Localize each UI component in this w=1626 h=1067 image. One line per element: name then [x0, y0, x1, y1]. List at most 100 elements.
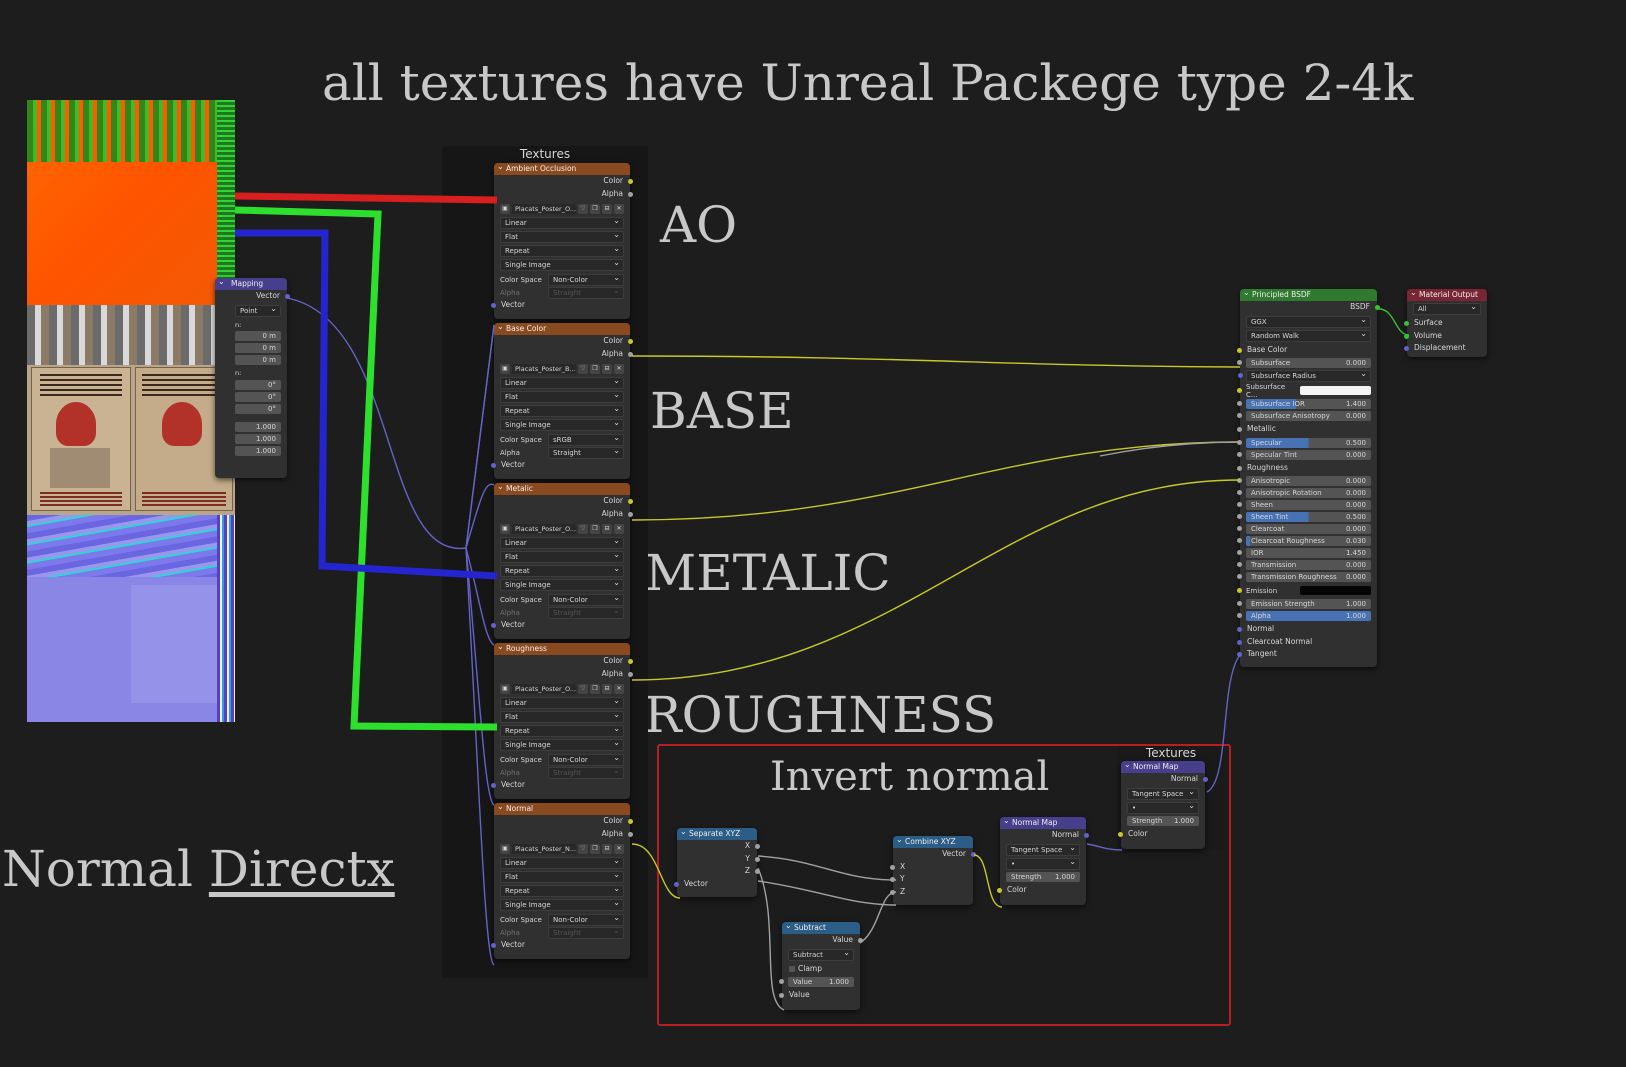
alpha-out-socket[interactable]	[628, 191, 633, 197]
normal-map-node-outer[interactable]: Normal Map Normal Tangent Space • Streng…	[1118, 759, 1208, 849]
subsurface-radius-socket[interactable]	[1238, 373, 1243, 378]
subtract-value-socket-a[interactable]	[779, 979, 784, 984]
image-selector[interactable]: ▣Placats_Poster_O...♡❐⊟✕	[500, 683, 624, 694]
emission-strength-socket[interactable]	[1237, 601, 1242, 606]
combine-vector-socket[interactable]	[971, 852, 976, 857]
normal-map-outer-header[interactable]: Normal Map	[1121, 759, 1205, 773]
color-out-socket[interactable]	[628, 339, 633, 344]
combine-x-socket[interactable]	[890, 864, 895, 870]
clearcoat-roughness-socket[interactable]	[1237, 538, 1242, 543]
projection-dropdown[interactable]: Flat	[500, 550, 624, 563]
mapping-rot-z[interactable]: 0°	[235, 403, 281, 414]
mapping-loc-y[interactable]: 0 m	[235, 343, 281, 353]
mapping-node[interactable]: Mapping Vector Point n: 0 m 0 m 0 m n: 0…	[215, 276, 290, 478]
bsdf-row-subsurface-c[interactable]: Subsurface C...	[1237, 383, 1377, 399]
open-folder-icon[interactable]: ⊟	[602, 363, 612, 374]
image-browse-icon[interactable]: ▣	[500, 683, 510, 694]
alpha-out-socket[interactable]	[628, 831, 633, 837]
emission-socket[interactable]	[1237, 588, 1242, 593]
metallic-socket[interactable]	[1237, 427, 1242, 432]
mapping-scale-z[interactable]: 1.000	[235, 445, 281, 456]
color-out-socket[interactable]	[628, 819, 633, 824]
normal-map-inner-normal-socket[interactable]	[1084, 833, 1089, 838]
vector-in-socket[interactable]	[491, 783, 496, 788]
bsdf-row-emission[interactable]: Emission	[1237, 584, 1377, 597]
sheen-tint-socket[interactable]	[1237, 514, 1242, 519]
vector-in-socket[interactable]	[491, 623, 496, 628]
image-node-header[interactable]: Normal	[494, 801, 630, 815]
anisotropic-socket[interactable]	[1237, 478, 1242, 483]
normal-map-inner-space-dropdown[interactable]: Tangent Space	[1006, 843, 1080, 856]
mapping-node-header[interactable]: Mapping	[215, 276, 287, 290]
fake-user-icon[interactable]: ♡	[578, 363, 588, 374]
material-output-node[interactable]: Material Output All Surface Volume Displ…	[1404, 287, 1487, 357]
roughness-socket[interactable]	[1237, 465, 1242, 471]
fake-user-icon[interactable]: ♡	[578, 203, 588, 214]
interpolation-dropdown[interactable]: Linear	[500, 376, 624, 389]
subsurface-method-dropdown[interactable]: Random Walk	[1246, 329, 1371, 342]
alpha-socket[interactable]	[1237, 613, 1242, 618]
interpolation-dropdown[interactable]: Linear	[500, 856, 624, 869]
normal-map-inner-header[interactable]: Normal Map	[1000, 815, 1086, 829]
mapping-rot-y[interactable]: 0°	[235, 391, 281, 402]
subsurface-c-swatch[interactable]	[1300, 386, 1371, 395]
subtract-operation-dropdown[interactable]: Subtract	[788, 948, 854, 961]
image-selector[interactable]: ▣Placats_Poster_N...♡❐⊟✕	[500, 843, 624, 854]
image-name-field[interactable]: Placats_Poster_O...	[512, 683, 576, 694]
image-selector[interactable]: ▣Placats_Poster_O...♡❐⊟✕	[500, 523, 624, 534]
vector-in-socket[interactable]	[491, 943, 496, 948]
mapping-type-dropdown[interactable]: Point	[235, 304, 281, 317]
surface-socket[interactable]	[1404, 321, 1409, 326]
material-output-target-dropdown[interactable]: All	[1413, 302, 1481, 315]
subsurface-socket[interactable]	[1237, 360, 1242, 365]
open-folder-icon[interactable]: ⊟	[602, 203, 612, 214]
open-folder-icon[interactable]: ⊟	[602, 843, 612, 854]
image-name-field[interactable]: Placats_Poster_N...	[512, 843, 576, 854]
extension-dropdown[interactable]: Repeat	[500, 724, 624, 737]
subsurface-anisotropy-socket[interactable]	[1237, 413, 1242, 418]
alpha-out-socket[interactable]	[628, 671, 633, 677]
interpolation-dropdown[interactable]: Linear	[500, 696, 624, 709]
normal-socket[interactable]	[1237, 627, 1242, 632]
mapping-scale-x[interactable]: 1.000	[235, 421, 281, 432]
image-selector[interactable]: ▣Placats_Poster_O...♡❐⊟✕	[500, 203, 624, 214]
image-node-header[interactable]: Base Color	[494, 321, 630, 335]
extension-dropdown[interactable]: Repeat	[500, 884, 624, 897]
alpha-mode-dropdown[interactable]: Straight	[548, 766, 624, 779]
tangent-socket[interactable]	[1237, 652, 1242, 657]
normal-map-inner-color-socket[interactable]	[997, 887, 1002, 893]
clearcoat-socket[interactable]	[1237, 526, 1242, 531]
unlink-icon[interactable]: ✕	[614, 363, 624, 374]
image-selector[interactable]: ▣Placats_Poster_B...♡❐⊟✕	[500, 363, 624, 374]
image-texture-node-4[interactable]: RoughnessColorAlpha▣Placats_Poster_O...♡…	[491, 641, 633, 799]
projection-dropdown[interactable]: Flat	[500, 870, 624, 883]
principled-bsdf-node[interactable]: Principled BSDF BSDF GGX Random Walk Bas…	[1237, 287, 1380, 667]
alpha-mode-dropdown[interactable]: Straight	[548, 446, 624, 459]
normal-map-node-inner[interactable]: Normal Map Normal Tangent Space • Streng…	[997, 815, 1089, 905]
mapping-loc-x[interactable]: 0 m	[235, 331, 281, 341]
combine-y-socket[interactable]	[890, 877, 895, 882]
colorspace-dropdown[interactable]: Non-Color	[548, 753, 624, 766]
subtract-header[interactable]: Subtract	[782, 920, 860, 934]
image-browse-icon[interactable]: ▣	[500, 523, 510, 534]
source-dropdown[interactable]: Single Image	[500, 418, 624, 431]
mapping-vector-socket[interactable]	[285, 294, 290, 299]
image-node-header[interactable]: Roughness	[494, 641, 630, 655]
combine-z-socket[interactable]	[890, 889, 895, 895]
specular-socket[interactable]	[1237, 439, 1242, 445]
subsurface-ior-socket[interactable]	[1237, 401, 1242, 406]
normal-map-outer-space-dropdown[interactable]: Tangent Space	[1127, 787, 1199, 800]
specular-tint-socket[interactable]	[1237, 451, 1242, 457]
extension-dropdown[interactable]: Repeat	[500, 404, 624, 417]
principled-bsdf-header[interactable]: Principled BSDF	[1240, 287, 1377, 301]
